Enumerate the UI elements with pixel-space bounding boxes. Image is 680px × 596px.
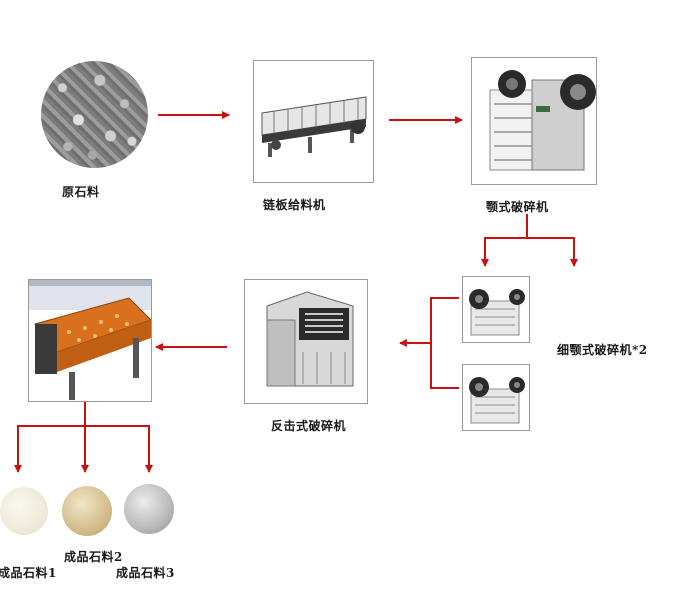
fine-jaw-crusher-label: 细颚式破碎机*2 (557, 343, 648, 357)
raw-stone-label: 原石料 (62, 185, 100, 199)
arrow-screen-split (17, 402, 86, 472)
impact-crusher-label: 反击式破碎机 (271, 419, 347, 433)
vibrating-screen-image (28, 279, 152, 402)
product-3-image (124, 484, 174, 534)
impact-crusher-image (244, 279, 368, 404)
product-2-label: 成品石料2 (64, 550, 123, 564)
impact-crusher-icon (266, 291, 354, 387)
fine-jaw-crusher-icon (469, 377, 525, 424)
jaw-crusher-image (471, 57, 597, 185)
raw-stone-image (41, 61, 148, 168)
chain-feeder-image (253, 60, 374, 183)
jaw-crusher-icon (489, 70, 596, 171)
arrow-fine-jaw-merge (430, 297, 459, 389)
product-2-image (62, 486, 112, 536)
product-1-label: 成品石料1 (0, 566, 57, 580)
fine-jaw-crusher-1-image (462, 276, 530, 343)
vibrating-screen-icon (29, 280, 151, 400)
arrow-jaw-split (484, 214, 528, 266)
product-1-image (0, 487, 48, 535)
chain-feeder-icon (261, 96, 367, 157)
chain-feeder-label: 链板给料机 (263, 198, 326, 212)
jaw-crusher-label: 颚式破碎机 (486, 200, 549, 214)
product-3-label: 成品石料3 (116, 566, 175, 580)
fine-jaw-crusher-2-image (462, 364, 530, 431)
fine-jaw-crusher-icon (469, 289, 525, 336)
